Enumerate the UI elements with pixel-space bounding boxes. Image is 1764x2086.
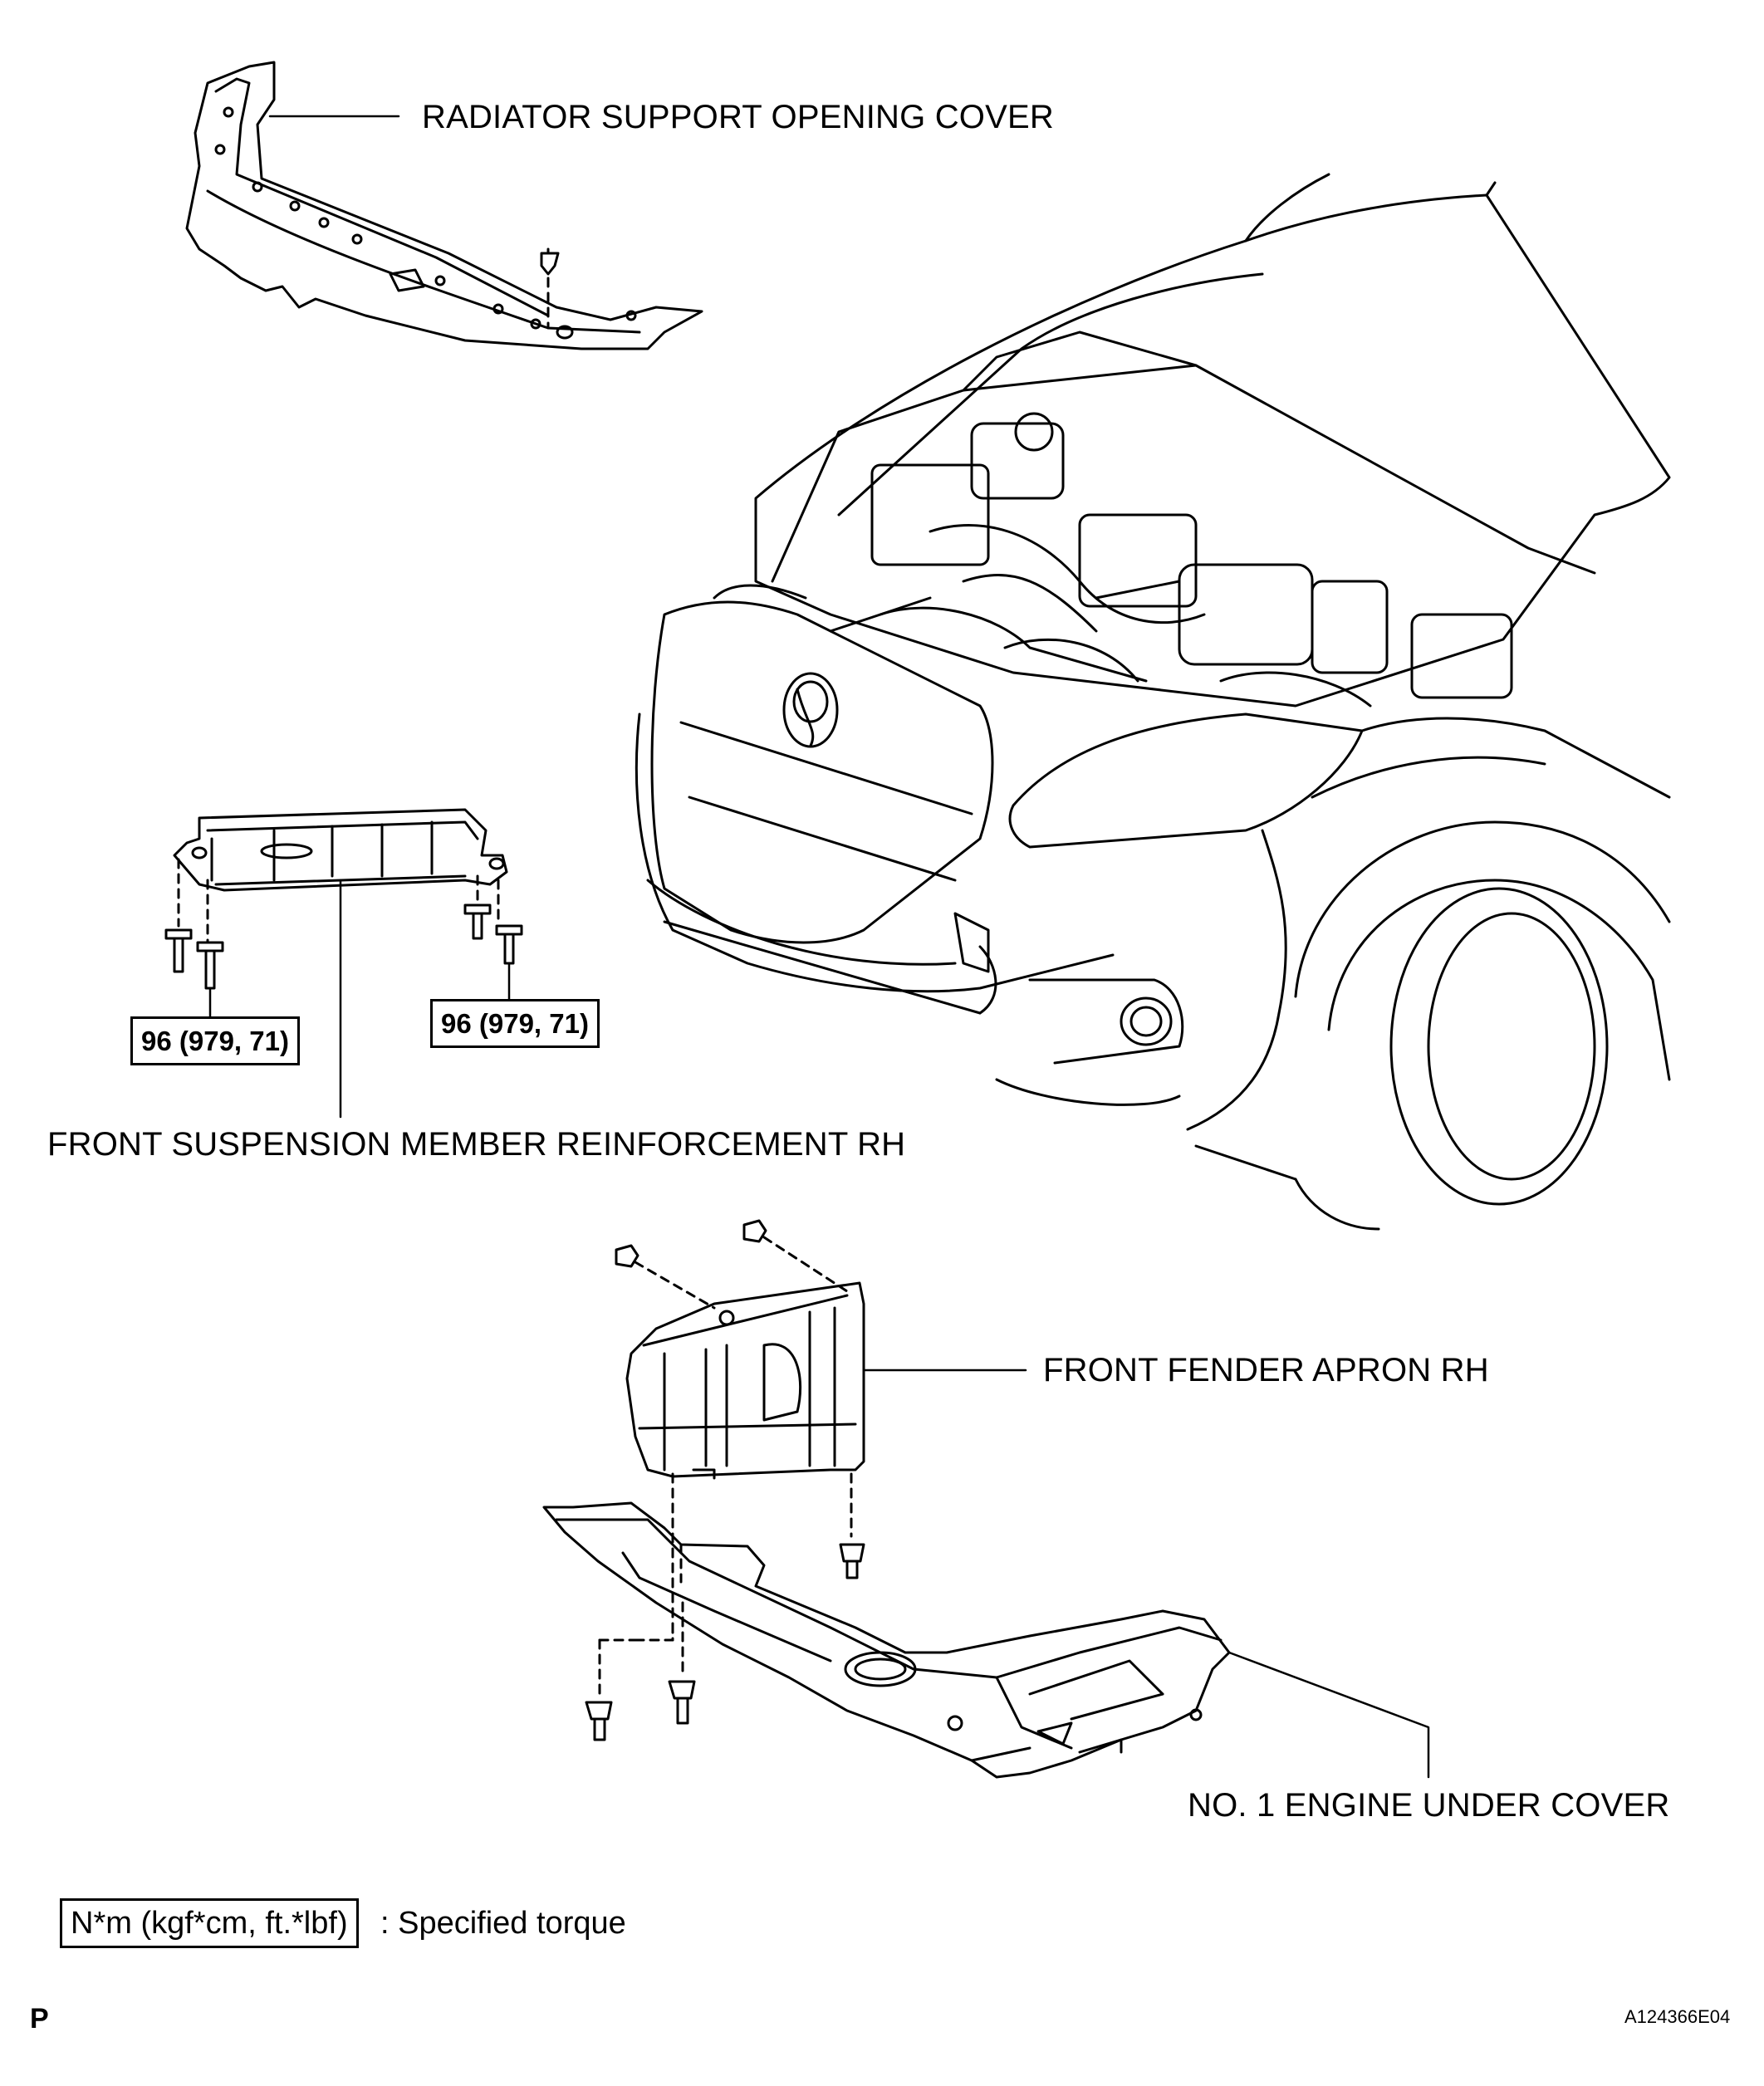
torque-spec-box-left: 96 (979, 71)	[130, 1016, 300, 1065]
fender-apron-drawing	[615, 1219, 1027, 1579]
torque-spec-box-right: 96 (979, 71)	[430, 999, 600, 1048]
label-front-fender-apron-rh: FRONT FENDER APRON RH	[1043, 1352, 1489, 1388]
radiator-support-cover-drawing	[185, 61, 703, 350]
label-front-suspension-member-reinforcement-rh: FRONT SUSPENSION MEMBER REINFORCEMENT RH	[47, 1126, 906, 1163]
suspension-reinforcement-drawing	[164, 808, 523, 1119]
legend-description: : Specified torque	[380, 1906, 626, 1941]
page-letter: P	[30, 2003, 49, 2035]
engine-under-cover-drawing	[542, 1472, 1430, 1779]
legend-torque-unit-box: N*m (kgf*cm, ft.*lbf)	[60, 1898, 359, 1948]
vehicle-body-drawing	[635, 173, 1671, 1231]
figure-id: A124366E04	[1624, 2006, 1731, 2027]
label-no1-engine-under-cover: NO. 1 ENGINE UNDER COVER	[1188, 1787, 1670, 1824]
label-radiator-support-opening-cover: RADIATOR SUPPORT OPENING COVER	[422, 99, 1054, 135]
